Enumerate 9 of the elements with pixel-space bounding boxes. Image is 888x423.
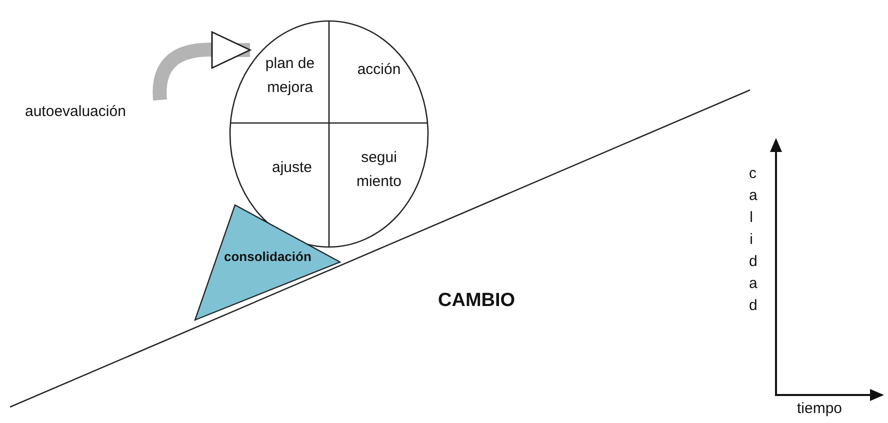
quadrant-label: acción — [331, 36, 427, 116]
quadrant-label: segui miento — [344, 124, 414, 214]
triangle-label: consolidación — [224, 249, 312, 264]
quadrant-label: plan de mejora — [250, 30, 330, 116]
node-label: autoevaluación — [25, 100, 175, 128]
axis-label: tiempo — [797, 400, 842, 417]
wheel-circle — [229, 20, 429, 248]
center-label: CAMBIO — [438, 290, 516, 312]
quadrant-label: ajuste — [250, 134, 334, 224]
